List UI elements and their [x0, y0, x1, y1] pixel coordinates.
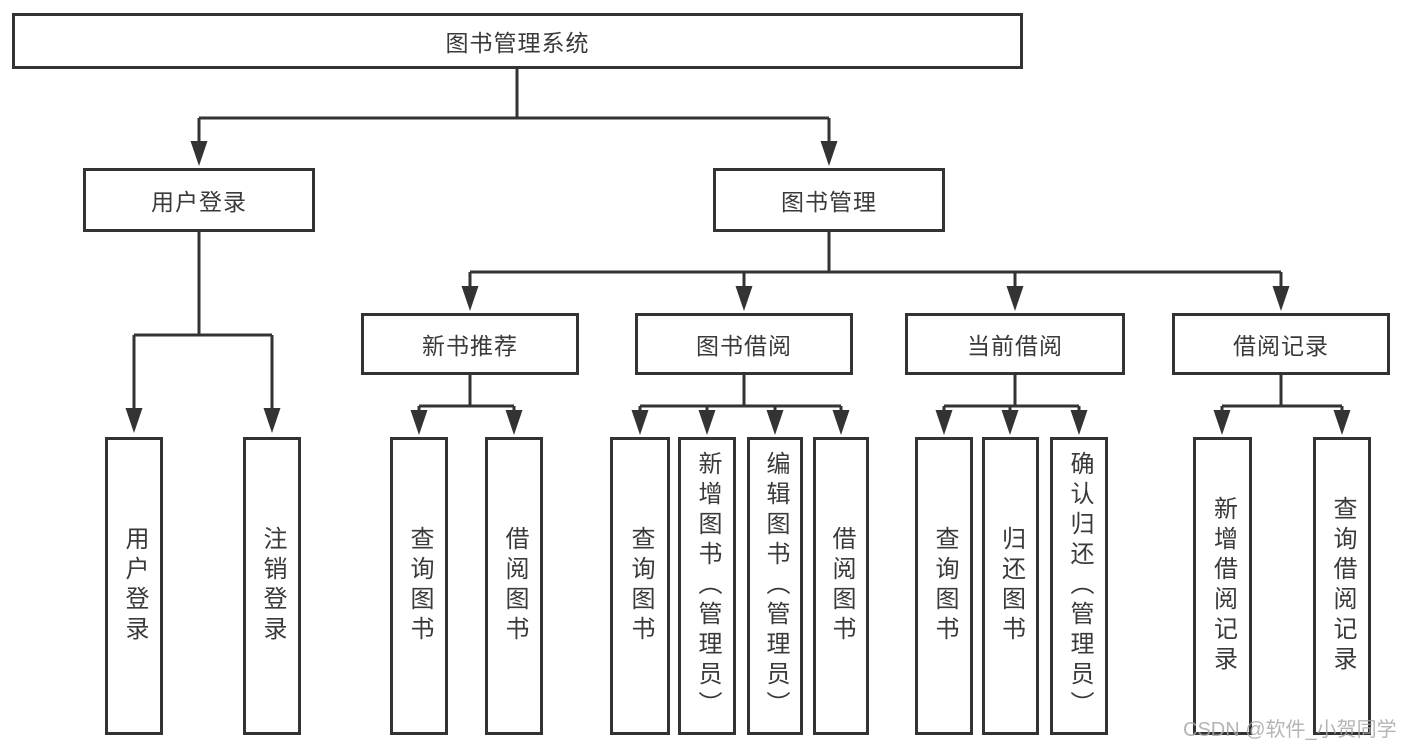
arrowhead-icon: [125, 408, 143, 433]
node-root-system-label: 图书管理系统: [445, 30, 590, 56]
node-borrowing-records-label: 借阅记录: [1233, 333, 1329, 359]
node-new-book-recommend: 新书推荐: [361, 313, 579, 375]
node-leaf-query-borrow-record-label: 查询借阅记录: [1329, 496, 1356, 676]
node-book-borrowing: 图书借阅: [635, 313, 853, 375]
node-leaf-query-borrow-record: 查询借阅记录: [1313, 437, 1371, 735]
arrowhead-icon: [832, 410, 850, 435]
arrowhead-icon: [1070, 410, 1088, 435]
node-leaf-add-borrow-record: 新增借阅记录: [1193, 437, 1252, 735]
arrowhead-icon: [935, 410, 953, 435]
node-leaf-return-books-label: 归还图书: [997, 526, 1025, 646]
node-leaf-recommend-borrow-books: 借阅图书: [485, 437, 543, 735]
arrowhead-icon: [698, 410, 716, 435]
node-root-system: 图书管理系统: [12, 13, 1023, 69]
node-leaf-user-login-label: 用户登录: [121, 526, 148, 646]
arrowhead-icon: [631, 410, 649, 435]
node-leaf-add-books-admin: 新增图书（管理员）: [678, 437, 736, 735]
node-book-management-label: 图书管理: [781, 189, 877, 215]
node-leaf-logout-label: 注销登录: [259, 526, 286, 646]
node-current-borrowing: 当前借阅: [905, 313, 1125, 375]
node-leaf-add-books-admin-label: 新增图书（管理员）: [694, 451, 721, 721]
node-leaf-borrowing-query-books-label: 查询图书: [627, 526, 654, 646]
node-leaf-current-query-books-label: 查询图书: [931, 526, 958, 646]
node-leaf-edit-books-admin-label: 编辑图书（管理员）: [762, 451, 789, 721]
arrowhead-icon: [190, 141, 208, 166]
node-leaf-recommend-query-books-label: 查询图书: [406, 526, 433, 646]
connector-bookborrow-to-leaves: [631, 375, 850, 435]
connector-bookmgmt-to-level3: [461, 232, 1290, 311]
node-user-login-module-label: 用户登录: [151, 189, 247, 215]
arrowhead-icon: [1333, 410, 1351, 435]
node-leaf-edit-books-admin: 编辑图书（管理员）: [747, 437, 803, 735]
node-leaf-user-login: 用户登录: [105, 437, 163, 735]
arrowhead-icon: [410, 410, 428, 435]
node-leaf-recommend-borrow-books-label: 借阅图书: [501, 526, 528, 646]
arrowhead-icon: [1272, 286, 1290, 311]
arrowhead-icon: [766, 410, 784, 435]
node-leaf-borrowing-borrow-books-label: 借阅图书: [828, 526, 855, 646]
arrowhead-icon: [1213, 410, 1231, 435]
node-leaf-add-borrow-record-label: 新增借阅记录: [1209, 496, 1237, 676]
node-leaf-logout: 注销登录: [243, 437, 301, 735]
arrowhead-icon: [1006, 286, 1024, 311]
arrowhead-icon: [735, 286, 753, 311]
connector-currentborrow-to-leaves: [935, 375, 1088, 435]
csdn-watermark: CSDN @软件_小贺同学: [1183, 719, 1397, 741]
node-leaf-current-query-books: 查询图书: [915, 437, 973, 735]
arrowhead-icon: [1001, 410, 1019, 435]
arrowhead-icon: [820, 141, 838, 166]
node-current-borrowing-label: 当前借阅: [967, 333, 1063, 359]
arrowhead-icon: [263, 408, 281, 433]
node-leaf-recommend-query-books: 查询图书: [390, 437, 448, 735]
node-leaf-borrowing-query-books: 查询图书: [610, 437, 670, 735]
node-leaf-return-books: 归还图书: [982, 437, 1039, 735]
node-book-management: 图书管理: [713, 168, 945, 232]
node-borrowing-records: 借阅记录: [1172, 313, 1390, 375]
arrowhead-icon: [461, 286, 479, 311]
node-leaf-confirm-return-admin: 确认归还（管理员）: [1050, 437, 1108, 735]
node-leaf-borrowing-borrow-books: 借阅图书: [813, 437, 869, 735]
node-user-login-module: 用户登录: [83, 168, 315, 232]
arrowhead-icon: [505, 410, 523, 435]
node-book-borrowing-label: 图书借阅: [696, 333, 792, 359]
node-new-book-recommend-label: 新书推荐: [422, 333, 518, 359]
connector-borrowrecords-to-leaves: [1213, 375, 1351, 435]
connector-root-to-level2: [190, 68, 838, 166]
connector-newbookrec-to-leaves: [410, 375, 523, 435]
node-leaf-confirm-return-admin-label: 确认归还（管理员）: [1066, 451, 1093, 721]
connector-userlogin-to-leaves: [125, 232, 281, 433]
